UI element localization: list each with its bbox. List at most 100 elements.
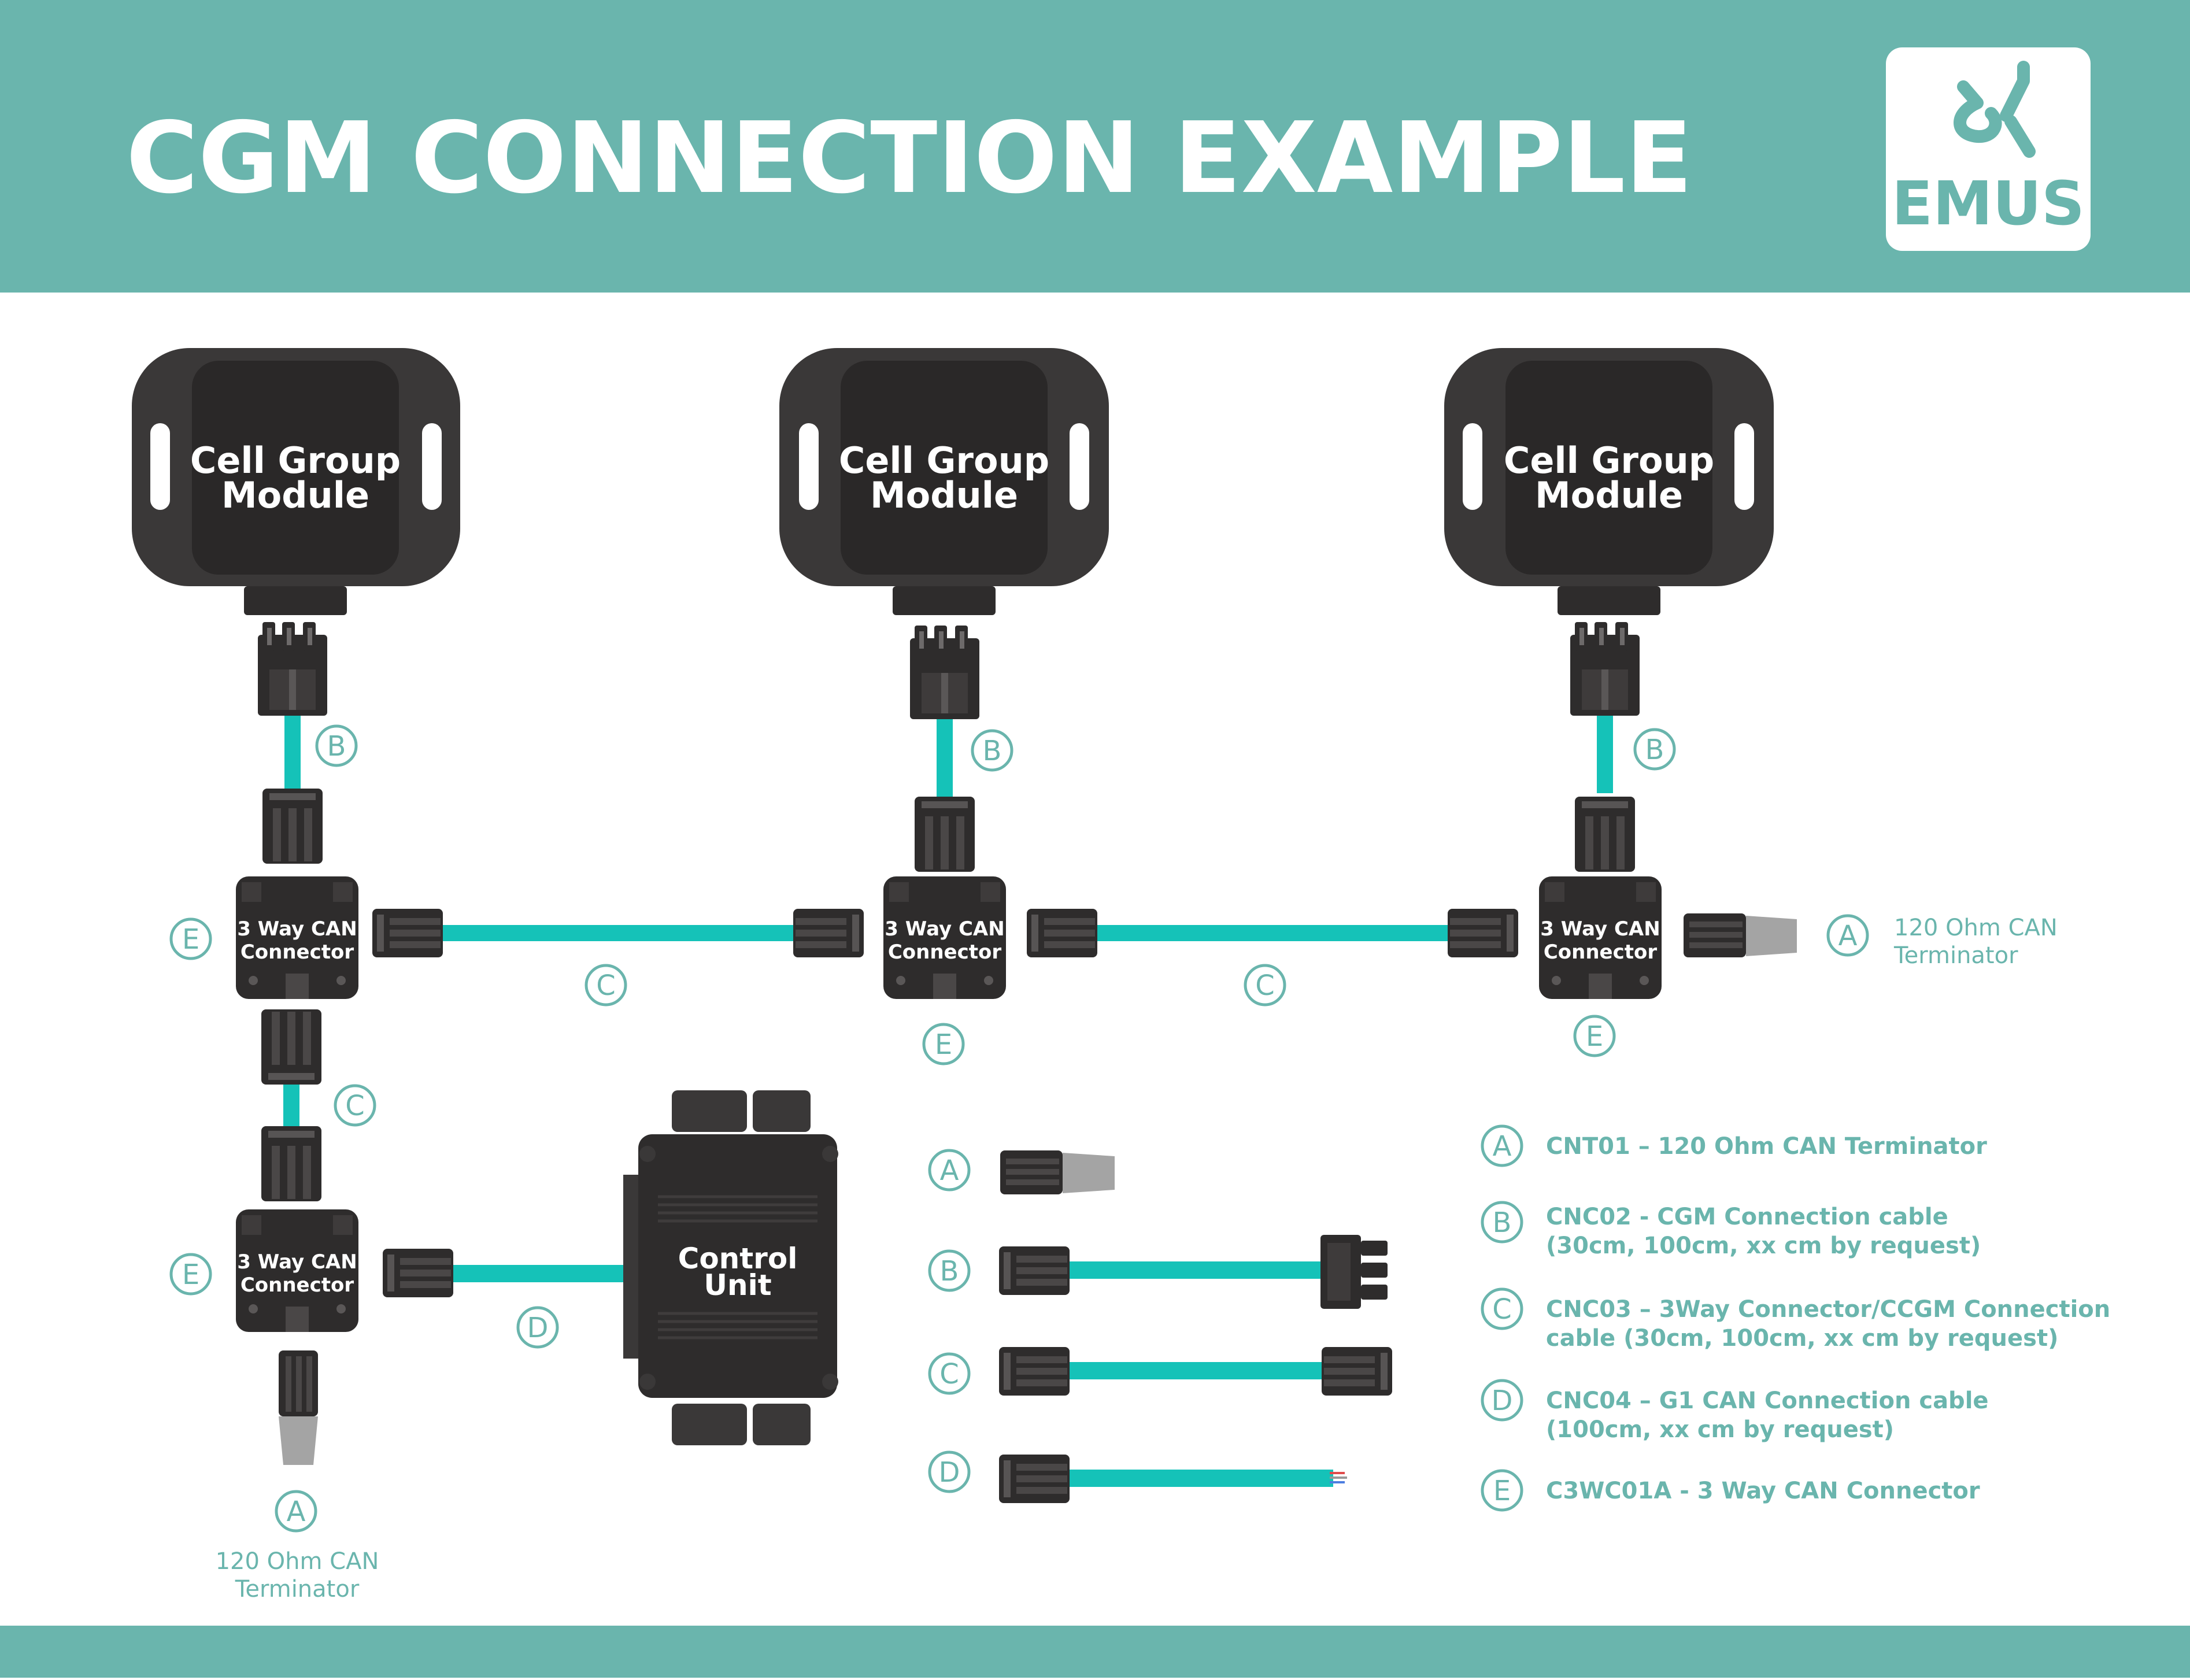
legend-letter-a: A <box>1493 1130 1512 1163</box>
three-way-connector-1: 3 Way CAN Connector <box>236 876 358 999</box>
label-a-right: A <box>1838 920 1858 952</box>
plug-b2-icon <box>915 797 975 872</box>
label-e2: E <box>935 1028 952 1061</box>
logo-box <box>1886 47 2091 251</box>
terminator-bottom-line1: 120 Ohm CAN <box>216 1548 379 1575</box>
plug-c1-left-icon <box>372 909 443 957</box>
emus-logo: EMUS <box>1886 47 2091 251</box>
legend-letter-circles <box>1481 1124 1523 1512</box>
cell-group-module-2: Cell Group Module <box>779 348 1109 615</box>
cable-c1 <box>442 925 800 941</box>
cable-part-b <box>1070 1261 1322 1279</box>
connector-3-line2: Connector <box>1544 941 1658 964</box>
connector-4-line2: Connector <box>241 1274 354 1297</box>
label-b2: B <box>983 735 1002 767</box>
plug-c3-top-icon <box>261 1009 321 1085</box>
label-e3: E <box>1586 1020 1603 1053</box>
module-1-label-line1: Cell Group <box>190 439 401 482</box>
legend-d-line2: (100cm, xx cm by request) <box>1546 1416 1894 1443</box>
parts-letter-c: C <box>939 1358 959 1390</box>
parts-letter-b: B <box>940 1255 959 1287</box>
plug-b3-icon <box>1575 797 1635 872</box>
control-unit-line2: Unit <box>704 1268 771 1302</box>
cable-b1 <box>284 709 301 793</box>
connector-4-line1: 3 Way CAN <box>237 1250 357 1274</box>
plug-c1-right-icon <box>793 909 864 957</box>
plug-c3-bottom-icon <box>261 1126 321 1201</box>
parts-letter-circles <box>928 1149 971 1493</box>
cell-group-module-1: Cell Group Module <box>132 348 460 615</box>
three-way-connector-3: 3 Way CAN Connector <box>1539 876 1662 999</box>
label-circles <box>169 724 1869 1533</box>
terminator-right-line2: Terminator <box>1893 942 2018 969</box>
label-d: D <box>527 1312 549 1344</box>
terminator-right-icon <box>1684 913 1797 957</box>
terminator-right-line1: 120 Ohm CAN <box>1894 915 2058 941</box>
connector-3-line1: 3 Way CAN <box>1540 917 1660 941</box>
module-3-label-line2: Module <box>1535 474 1683 516</box>
legend-letter-e: E <box>1493 1475 1511 1507</box>
legend-e-line1: C3WC01A - 3 Way CAN Connector <box>1546 1478 1980 1504</box>
three-way-connector-2: 3 Way CAN Connector <box>883 876 1006 999</box>
module-2-label-line2: Module <box>870 474 1018 516</box>
terminator-bottom-icon <box>279 1350 318 1465</box>
label-c3: C <box>345 1090 365 1122</box>
label-e1: E <box>182 923 199 956</box>
logo-text: EMUS <box>1892 168 2085 239</box>
cable-c2 <box>1097 925 1449 941</box>
plug-c2-right-icon <box>1448 909 1518 957</box>
cables <box>283 709 1613 1487</box>
part-d-plug-icon <box>999 1455 1070 1503</box>
legend-letter-b: B <box>1493 1207 1512 1239</box>
cable-part-d <box>1070 1470 1333 1487</box>
connector-2-line2: Connector <box>888 941 1002 964</box>
control-unit-line1: Control <box>678 1242 798 1275</box>
logo-mark-icon <box>1954 61 2036 158</box>
module-2-plug-icon <box>910 626 979 719</box>
footer-band <box>0 1626 2190 1678</box>
label-a-bottom: A <box>287 1496 306 1528</box>
plug-b1-icon <box>262 789 323 864</box>
plug-d-icon <box>383 1249 453 1297</box>
connector-1-line2: Connector <box>241 941 354 964</box>
label-b1: B <box>327 730 346 763</box>
parts-letter-a: A <box>940 1154 959 1187</box>
plug-c2-left-icon <box>1027 909 1097 957</box>
page-title: CGM CONNECTION EXAMPLE <box>126 101 1693 216</box>
legend-letter-d: D <box>1492 1385 1513 1417</box>
legend-c-line2: cable (30cm, 100cm, xx cm by request) <box>1546 1325 2058 1352</box>
control-unit: Control Unit <box>623 1090 838 1445</box>
parts-letter-d: D <box>939 1456 960 1489</box>
part-b-latch-icon <box>1320 1235 1388 1309</box>
legend-d-line1: CNC04 – G1 CAN Connection cable <box>1546 1387 1989 1414</box>
terminator-bottom-line2: Terminator <box>235 1576 360 1603</box>
legend-b-line1: CNC02 - CGM Connection cable <box>1546 1204 1948 1230</box>
three-way-connector-4: 3 Way CAN Connector <box>236 1209 358 1332</box>
module-1-plug-icon <box>258 622 327 716</box>
module-3-label-line1: Cell Group <box>1504 439 1714 482</box>
module-3-plug-icon <box>1570 622 1640 716</box>
legend-letter-c: C <box>1492 1293 1512 1326</box>
cell-group-module-3: Cell Group Module <box>1444 348 1774 615</box>
module-1-label-line2: Module <box>221 474 369 516</box>
part-c-plug-left-icon <box>999 1347 1070 1396</box>
cable-part-c <box>1070 1362 1322 1379</box>
cable-b2 <box>937 712 953 797</box>
cable-d <box>453 1265 623 1282</box>
label-b3: B <box>1645 734 1664 766</box>
part-a-terminator-icon <box>1000 1150 1115 1194</box>
label-c1: C <box>596 969 616 1002</box>
label-e4: E <box>182 1259 199 1291</box>
legend-a-line1: CNT01 – 120 Ohm CAN Terminator <box>1546 1133 1987 1160</box>
part-c-plug-right-icon <box>1322 1347 1392 1396</box>
part-b-plug-icon <box>999 1246 1070 1295</box>
connector-2-line1: 3 Way CAN <box>885 917 1004 941</box>
connector-1-line1: 3 Way CAN <box>237 917 357 941</box>
legend-c-line1: CNC03 – 3Way Connector/CCGM Connection <box>1546 1296 2110 1323</box>
header-band <box>0 0 2190 293</box>
cable-b3 <box>1597 709 1613 793</box>
module-2-label-line1: Cell Group <box>839 439 1049 482</box>
legend-b-line2: (30cm, 100cm, xx cm by request) <box>1546 1233 1981 1259</box>
